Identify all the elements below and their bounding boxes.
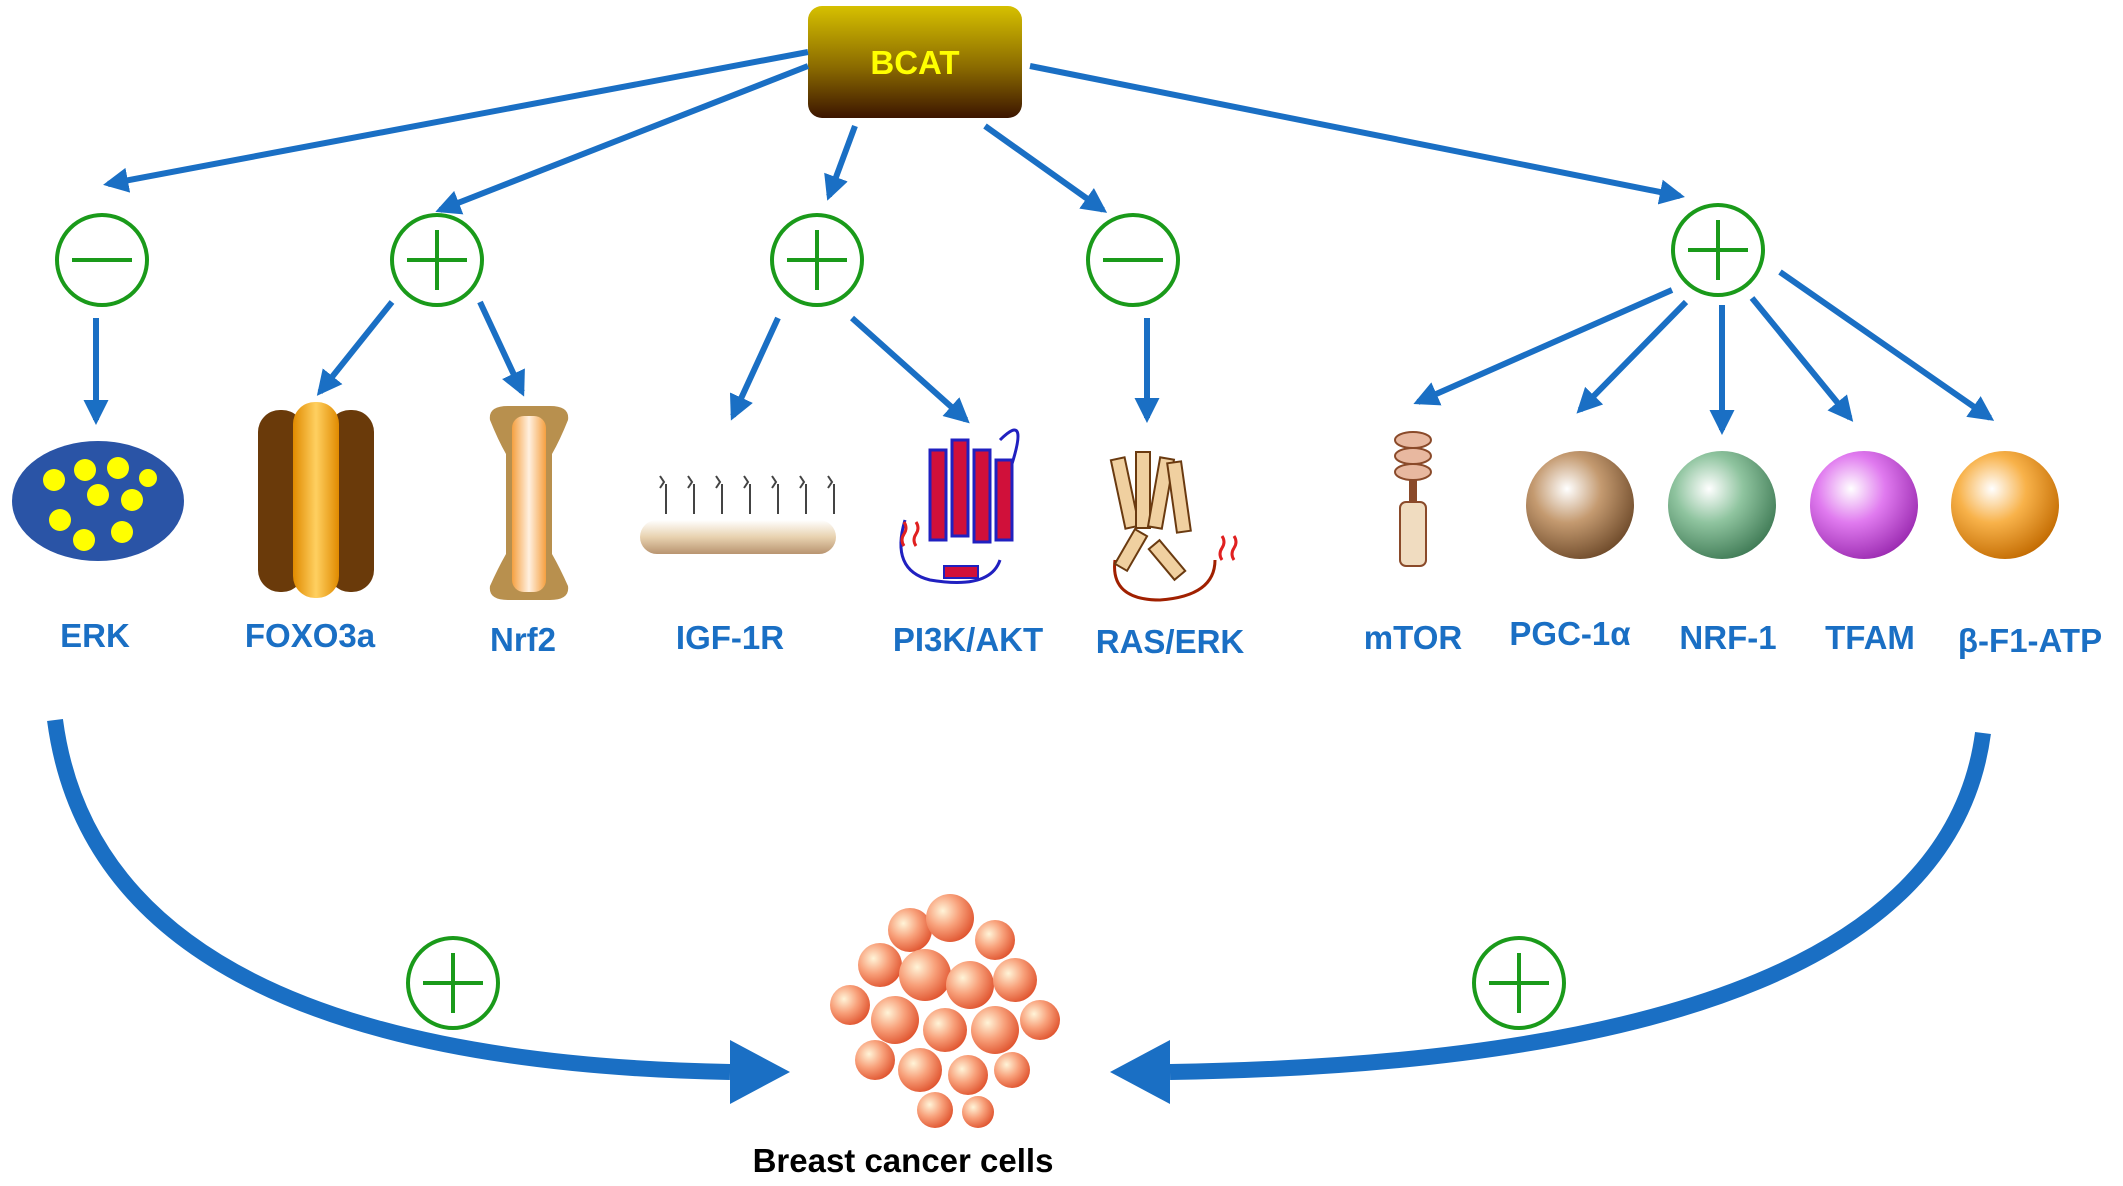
label-pi3k: PI3K/AKT [893,621,1043,658]
arrow-to-igf1r [729,316,781,421]
label-igf1r: IGF-1R [676,619,784,656]
arrow-bcat-erk [103,49,809,193]
pgc1a-icon [1526,451,1634,559]
minus-symbol-erk [55,213,149,307]
raserk-icon [1109,451,1238,602]
bcat-arrows [103,49,1685,215]
arrow-bcat-plus2 [824,124,858,201]
cancer-cells-icon [830,894,1060,1128]
target-labels: ERK FOXO3a Nrf2 IGF-1R PI3K/AKT RAS/ERK … [60,615,2102,660]
arrow-to-nrf2 [477,300,525,397]
curve-arrowhead-left [730,1040,790,1104]
label-raserk: RAS/ERK [1096,623,1245,660]
igf1r-icon [640,475,836,554]
foxo3a-icon [258,402,374,598]
arrow-to-bf1atp [1778,269,1995,421]
mtor-icon [1394,431,1432,567]
label-erk: ERK [60,617,130,654]
bcat-label: BCAT [870,44,959,81]
bcat-node: BCAT [808,6,1022,118]
arrow-bcat-minus2 [983,123,1108,213]
outcome-label: Breast cancer cells [753,1142,1054,1179]
arrow-to-tfam [1749,296,1854,422]
label-mtor: mTOR [1364,619,1463,656]
curve-arrow-right [1169,731,1991,1080]
plus-symbol-igf1r-pi3k [770,213,864,307]
effect-symbols [55,203,1765,307]
label-foxo3a: FOXO3a [245,617,376,654]
label-nrf2: Nrf2 [490,621,556,658]
nrf2-icon [489,406,569,600]
plus-symbol-mito [1671,203,1765,297]
plus-symbol-right-outcome [1472,936,1566,1030]
arrow-to-foxo3a [316,300,395,396]
target-arrows [83,269,1995,436]
arrow-bcat-plus3 [1029,63,1685,205]
label-pgc1a: PGC-1α [1509,615,1630,652]
curve-arrow-left [47,718,731,1080]
plus-symbol-left-outcome [406,936,500,1030]
arrow-bcat-plus1 [435,63,810,215]
nrf1-icon [1668,451,1776,559]
arrow-to-mtor [1413,287,1674,406]
outcome-arrows [47,718,1991,1104]
erk-icon [12,441,184,561]
label-nrf1: NRF-1 [1679,619,1776,656]
tfam-icon [1810,451,1918,559]
pi3k-icon [899,428,1020,584]
bf1atp-icon [1951,451,2059,559]
curve-arrowhead-right [1110,1040,1170,1104]
label-bf1atp: β-F1-ATP [1958,622,2102,659]
label-tfam: TFAM [1825,619,1915,656]
plus-symbol-foxo3a-nrf2 [390,213,484,307]
arrow-to-pgc1a [1576,299,1689,414]
minus-symbol-raserk [1086,213,1180,307]
arrow-to-pi3k [849,315,970,424]
